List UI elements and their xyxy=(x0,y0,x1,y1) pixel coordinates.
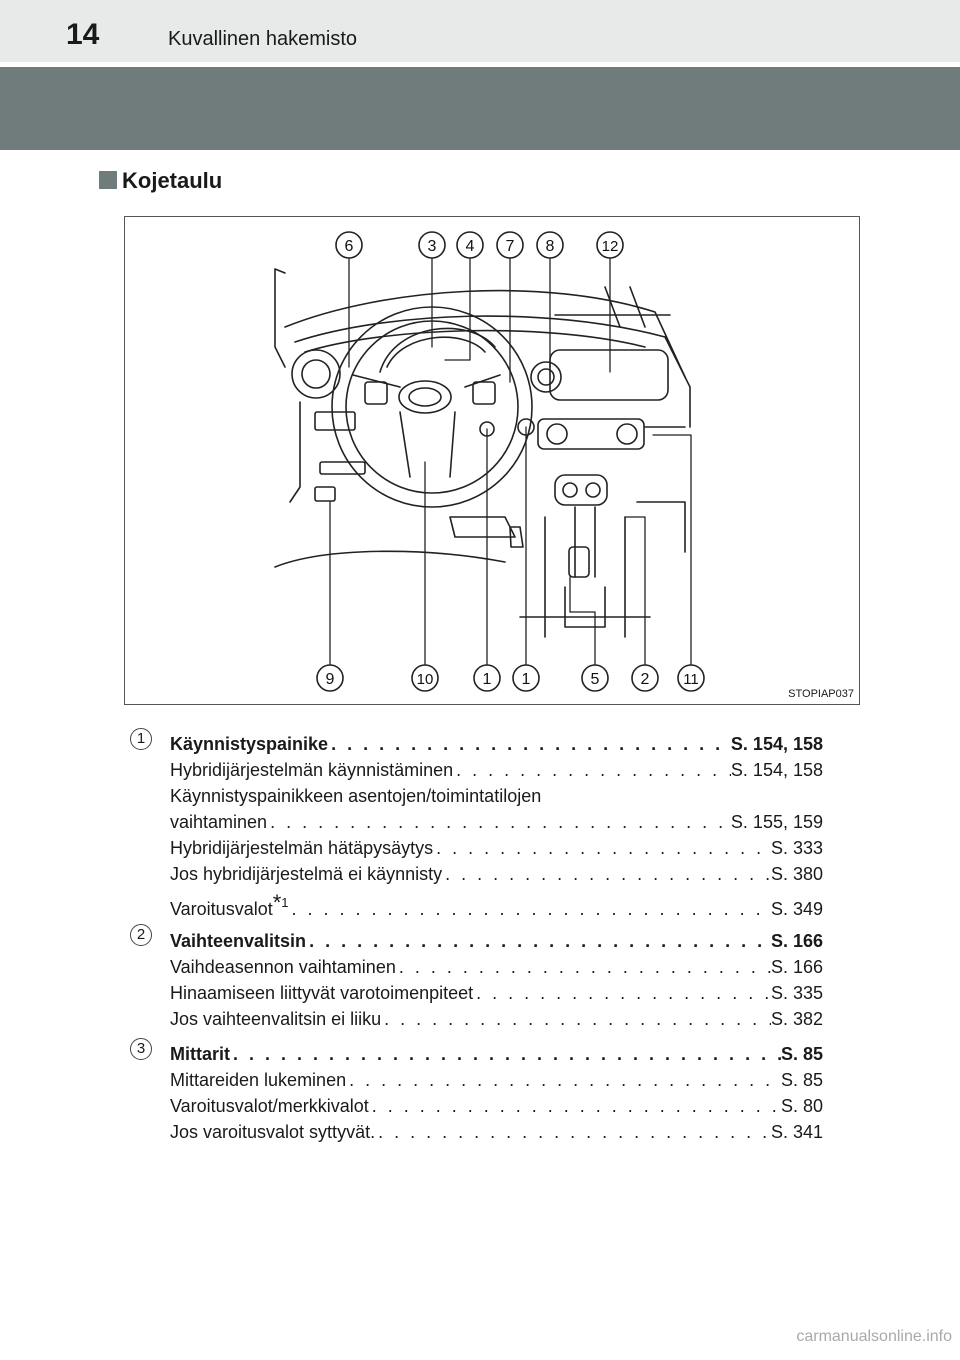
entry-text: Varoitusvalot/merkkivalot xyxy=(170,1096,369,1116)
page-number: 14 xyxy=(66,18,100,51)
callout-9: 9 xyxy=(316,664,344,692)
svg-text:9: 9 xyxy=(326,671,335,688)
entry-page-ref: S. 335 xyxy=(770,983,823,1003)
callout-5: 5 xyxy=(581,664,609,692)
entry-page-ref: S. 154, 158 xyxy=(730,760,823,780)
entry-text: Vaihdeasennon vaihtaminen xyxy=(170,957,396,977)
svg-text:10: 10 xyxy=(417,671,434,688)
page-header: 14 Kuvallinen hakemisto xyxy=(0,0,960,62)
callout-11: 11 xyxy=(677,664,705,692)
entry-3-sub[interactable]: Varoitusvalot/merkkivalot S. 80 xyxy=(170,1094,823,1119)
entry-text: Jos varoitusvalot syttyvät. xyxy=(170,1122,376,1142)
svg-text:5: 5 xyxy=(591,671,600,688)
entry-2-heading[interactable]: Vaihteenvalitsin S. 166 xyxy=(170,929,823,954)
entry-text: vaihtaminen xyxy=(170,812,268,832)
svg-text:6: 6 xyxy=(345,238,354,255)
dashboard-figure: 6 3 4 7 8 12 9 10 1 1 5 2 11 STOPIAP037 xyxy=(124,216,860,705)
entry-text: Jos hybridijärjestelmä ei käynnisty xyxy=(170,864,443,884)
svg-text:8: 8 xyxy=(546,238,555,255)
svg-text:12: 12 xyxy=(602,238,619,255)
entry-text: Varoitusvalot*1 xyxy=(170,890,289,919)
entry-page-ref: S. 80 xyxy=(780,1096,823,1116)
entry-1-heading[interactable]: Käynnistyspainike S. 154, 158 xyxy=(170,732,823,757)
entry-3-sub[interactable]: Jos varoitusvalot syttyvät. S. 341 xyxy=(170,1120,823,1145)
svg-text:1: 1 xyxy=(522,671,531,688)
entry-text: Mittareiden lukeminen xyxy=(170,1070,347,1090)
callout-8: 8 xyxy=(536,231,564,259)
left-vent xyxy=(291,349,341,399)
callout-10: 10 xyxy=(411,664,439,692)
entry-text: Vaihteenvalitsin xyxy=(170,931,307,951)
footnote-star: * xyxy=(272,890,282,915)
callout-4: 4 xyxy=(456,231,484,259)
entry-page-ref: S. 85 xyxy=(780,1044,823,1064)
dashboard-illustration: 6 3 4 7 8 12 9 10 1 1 5 2 11 xyxy=(274,231,705,692)
entry-text: Jos vaihteenvalitsin ei liiku xyxy=(170,1009,382,1029)
entry-text: Käynnistyspainike xyxy=(170,734,329,754)
entry-text: Käynnistyspainikkeen asentojen/toimintat… xyxy=(170,786,542,806)
svg-text:1: 1 xyxy=(483,671,492,688)
top-callout-circles: 6 3 4 7 8 12 xyxy=(335,231,624,259)
entry-text: Hybridijärjestelmän käynnistäminen xyxy=(170,760,454,780)
entry-badge-2: 2 xyxy=(130,924,152,946)
callout-7: 7 xyxy=(496,231,524,259)
svg-text:7: 7 xyxy=(506,238,515,255)
page-section-title: Kuvallinen hakemisto xyxy=(168,28,357,50)
entry-1-sub[interactable]: Jos hybridijärjestelmä ei käynnisty S. 38… xyxy=(170,862,823,887)
entry-page-ref: S. 166 xyxy=(770,931,823,951)
entry-badge-1: 1 xyxy=(130,728,152,750)
entry-page-ref: S. 166 xyxy=(770,957,823,977)
bottom-callout-circles: 9 10 1 1 5 2 11 xyxy=(316,664,705,692)
entry-1-sub[interactable]: Hybridijärjestelmän käynnistäminen S. 154… xyxy=(170,758,823,783)
callout-3: 3 xyxy=(418,231,446,259)
entry-1-sub[interactable]: Hybridijärjestelmän hätäpysäytys S. 333 xyxy=(170,836,823,861)
svg-text:4: 4 xyxy=(466,238,475,255)
entry-2-sub[interactable]: Vaihdeasennon vaihtaminen S. 166 xyxy=(170,955,823,980)
entry-2-sub[interactable]: Hinaamiseen liittyvät varotoimenpiteet S.… xyxy=(170,981,823,1006)
entry-text: Hinaamiseen liittyvät varotoimenpiteet xyxy=(170,983,474,1003)
entry-1-sub[interactable]: vaihtaminen S. 155, 159 xyxy=(170,810,823,835)
figure-code: STOPIAP037 xyxy=(788,688,854,700)
entry-3-sub[interactable]: Mittareiden lukeminen S. 85 xyxy=(170,1068,823,1093)
entry-page-ref: S. 333 xyxy=(770,838,823,858)
entry-page-ref: S. 154, 158 xyxy=(730,734,823,754)
callout-2: 2 xyxy=(631,664,659,692)
entry-page-ref: S. 341 xyxy=(770,1122,823,1142)
callout-leader-lines xyxy=(329,257,692,666)
entry-text: Mittarit xyxy=(170,1044,230,1064)
entry-1-sub-wrap: Käynnistyspainikkeen asentojen/toimintat… xyxy=(170,784,823,809)
entry-page-ref: S. 380 xyxy=(770,864,823,884)
entry-text: Hybridijärjestelmän hätäpysäytys xyxy=(170,838,434,858)
footnote-number: 1 xyxy=(281,895,289,910)
entry-page-ref: S. 349 xyxy=(770,899,823,919)
multimedia-display xyxy=(530,349,669,401)
callout-1a: 1 xyxy=(473,664,501,692)
entry-3-heading[interactable]: Mittarit S. 85 xyxy=(170,1042,823,1067)
watermark: carmanualsonline.info xyxy=(796,1328,952,1345)
section-title: Kojetaulu xyxy=(122,168,223,193)
entry-1-sub[interactable]: Varoitusvalot*1 S. 349 xyxy=(170,890,823,919)
callout-6: 6 xyxy=(335,231,363,259)
header-band xyxy=(0,67,960,150)
entry-2-sub[interactable]: Jos vaihteenvalitsin ei liiku S. 382 xyxy=(170,1007,823,1032)
callout-1b: 1 xyxy=(512,664,540,692)
entry-page-ref: S. 85 xyxy=(780,1070,823,1090)
entry-badge-3: 3 xyxy=(130,1038,152,1060)
section-marker-square xyxy=(99,171,117,189)
svg-text:2: 2 xyxy=(641,671,650,688)
callout-12: 12 xyxy=(596,231,624,259)
entry-page-ref: S. 382 xyxy=(770,1009,823,1029)
svg-text:11: 11 xyxy=(683,671,699,688)
lower-dash-and-pedals xyxy=(274,401,686,568)
center-console xyxy=(517,418,651,638)
svg-text:3: 3 xyxy=(428,238,437,255)
entry-page-ref: S. 155, 159 xyxy=(730,812,823,832)
